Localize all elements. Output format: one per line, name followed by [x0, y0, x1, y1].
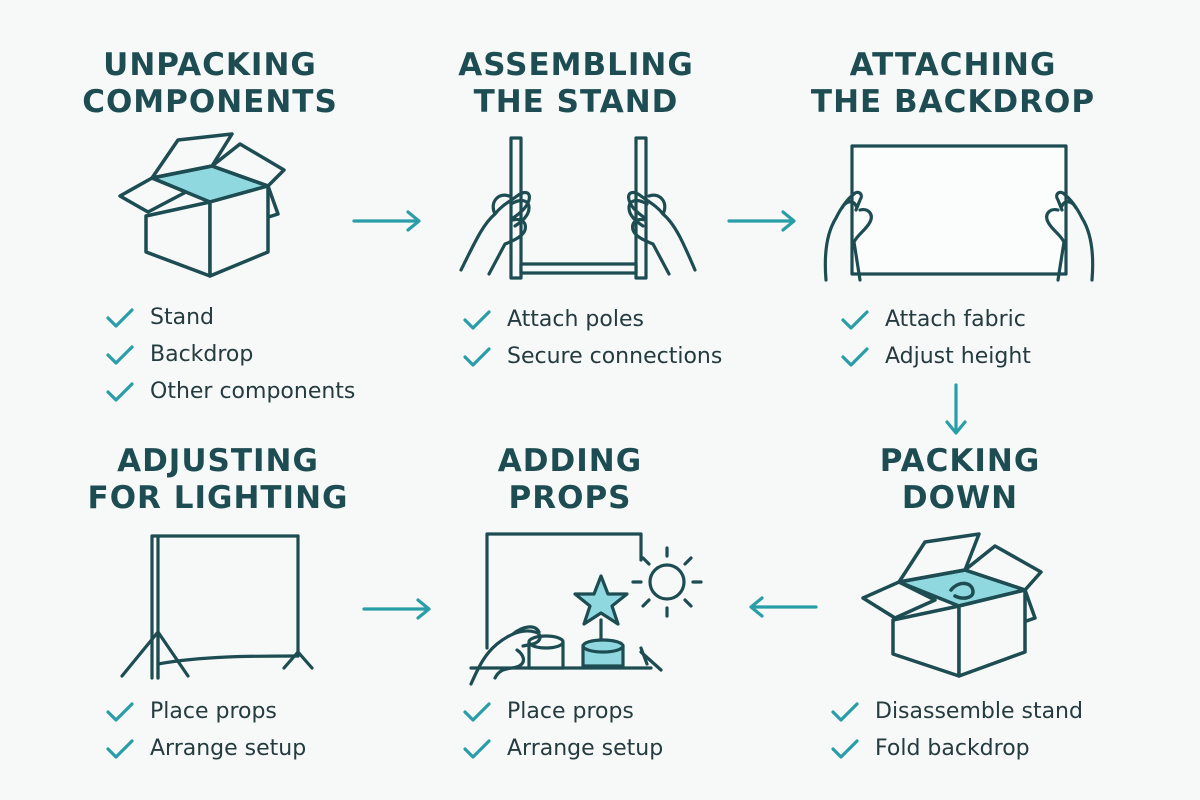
checklist-item: Secure connections — [462, 338, 722, 375]
checklist-item-label: Arrange setup — [507, 736, 664, 761]
check-icon — [840, 308, 870, 332]
checklist-item: Attach poles — [462, 301, 722, 338]
props-scene-icon — [469, 532, 703, 686]
hands-assembling-stand-icon — [459, 136, 697, 280]
checklist-item-label: Arrange setup — [150, 736, 307, 761]
step-title-line: PACKING — [879, 443, 1041, 479]
step-title-line: DOWN — [901, 480, 1019, 516]
checklist-item-label: Adjust height — [885, 344, 1031, 369]
step-title-line: PROPS — [508, 480, 632, 516]
checklist-item-label: Place props — [507, 699, 634, 724]
step-title-line: COMPONENTS — [82, 84, 338, 120]
check-icon — [105, 343, 135, 367]
checklist-item-label: Fold backdrop — [875, 736, 1030, 761]
checklist-item: Disassemble stand — [830, 693, 1083, 730]
check-icon — [462, 345, 492, 369]
check-icon — [105, 737, 135, 761]
check-icon — [830, 737, 860, 761]
arrow-down-icon — [945, 383, 967, 435]
check-icon — [830, 700, 860, 724]
checklist-item-label: Other components — [150, 379, 356, 404]
checklist-item-label: Secure connections — [507, 344, 723, 369]
step-title: ADJUSTING FOR LIGHTING — [68, 443, 368, 517]
checklist-item-label: Backdrop — [150, 342, 254, 367]
arrow-right-icon — [362, 598, 431, 620]
checklist-item: Place props — [462, 693, 663, 730]
step-title-line: ADJUSTING — [117, 443, 319, 479]
step-title-line: FOR LIGHTING — [87, 480, 349, 516]
checklist-item: Place props — [105, 693, 306, 730]
check-icon — [105, 380, 135, 404]
check-icon — [105, 700, 135, 724]
check-icon — [105, 306, 135, 330]
checklist: Attach fabric Adjust height — [840, 301, 1031, 375]
checklist: Stand Backdrop Other components — [105, 299, 355, 410]
packed-box-icon — [861, 532, 1043, 678]
check-icon — [462, 308, 492, 332]
checklist-item: Arrange setup — [462, 730, 663, 767]
checklist-item: Arrange setup — [105, 730, 306, 767]
hands-holding-backdrop-icon — [823, 144, 1095, 282]
checklist-item: Other components — [105, 373, 355, 410]
checklist-item: Stand — [105, 299, 355, 336]
backdrop-stand-icon — [120, 534, 314, 680]
arrow-left-icon — [749, 596, 818, 618]
step-title: ADDING PROPS — [420, 443, 720, 517]
checklist: Disassemble stand Fold backdrop — [830, 693, 1083, 767]
checklist-item-label: Attach poles — [507, 307, 644, 332]
checklist-item: Backdrop — [105, 336, 355, 373]
arrow-right-icon — [727, 210, 796, 232]
check-icon — [462, 700, 492, 724]
arrow-right-icon — [352, 210, 421, 232]
checklist: Attach poles Secure connections — [462, 301, 722, 375]
step-title-line: THE STAND — [473, 84, 679, 120]
step-title-line: UNPACKING — [103, 47, 317, 83]
step-title: UNPACKING COMPONENTS — [60, 47, 360, 121]
step-title: ATTACHING THE BACKDROP — [803, 47, 1103, 121]
step-title-line: ASSEMBLING — [458, 47, 694, 83]
step-title-line: ATTACHING — [849, 47, 1057, 83]
checklist-item-label: Attach fabric — [885, 307, 1026, 332]
checklist-item: Attach fabric — [840, 301, 1031, 338]
step-title-line: ADDING — [497, 443, 643, 479]
checklist: Place props Arrange setup — [462, 693, 663, 767]
checklist-item: Fold backdrop — [830, 730, 1083, 767]
check-icon — [840, 345, 870, 369]
checklist-item: Adjust height — [840, 338, 1031, 375]
checklist-item-label: Stand — [150, 305, 214, 330]
step-title: ASSEMBLING THE STAND — [426, 47, 726, 121]
checklist: Place props Arrange setup — [105, 693, 306, 767]
step-title-line: THE BACKDROP — [810, 84, 1096, 120]
checklist-item-label: Disassemble stand — [875, 699, 1083, 724]
step-title: PACKING DOWN — [810, 443, 1110, 517]
check-icon — [462, 737, 492, 761]
checklist-item-label: Place props — [150, 699, 277, 724]
open-box-icon — [118, 132, 286, 278]
